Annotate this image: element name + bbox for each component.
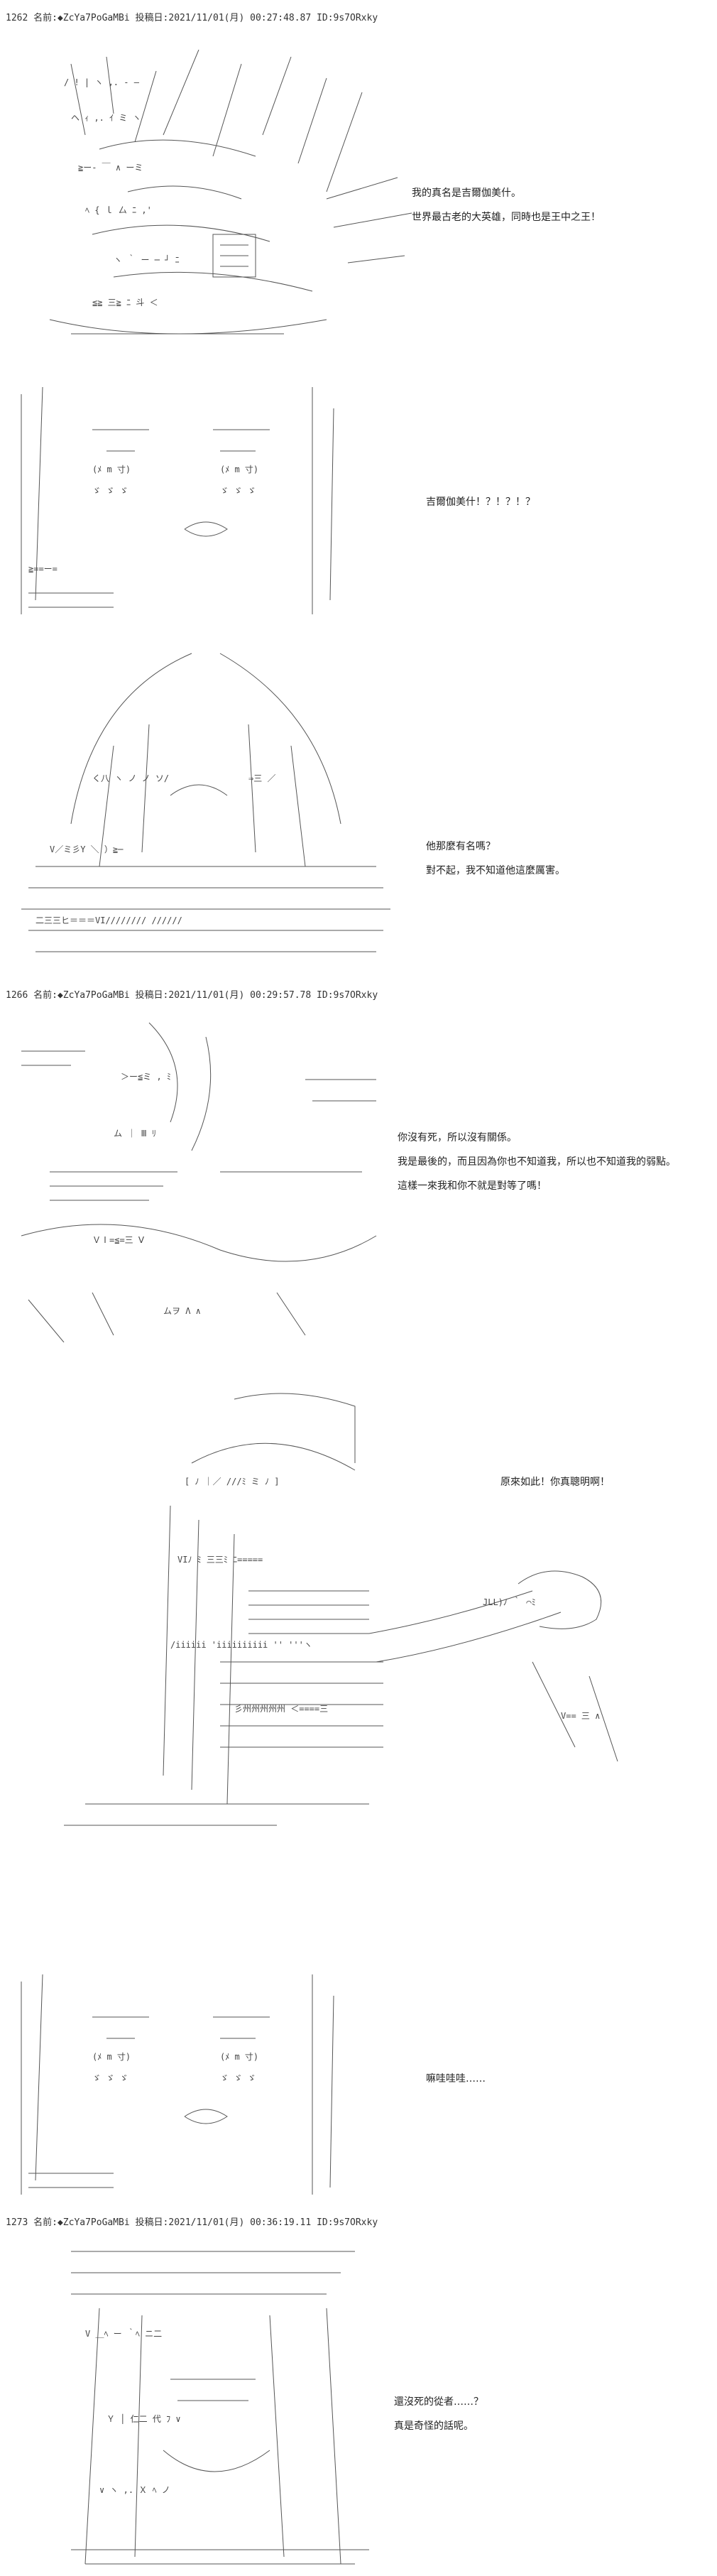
svg-text:ヽ ｀ ー ─ ┘ ﾆ: ヽ ｀ ー ─ ┘ ﾆ	[114, 254, 180, 265]
post-header: 1273 名前:◆ZcYa7PoGaMBi 投稿日:2021/11/01(月) …	[6, 2214, 378, 2228]
dialogue-line: 還沒死的從者……？	[394, 2396, 483, 2408]
svg-text:彡州州州州州 ＜====三: 彡州州州州州 ＜====三	[234, 1704, 328, 1714]
ascii-art-panel-5: [ ﾉ ｜／ ///ﾐ ミ ﾉ ] VIﾉ ﾐ 三三ﾐ ﾆ===== /iiii…	[21, 1378, 703, 1854]
dialogue-line: 我的真名是吉爾伽美什。	[412, 188, 521, 199]
post-id: ID:9s7ORxky	[317, 13, 378, 23]
ascii-art-panel-4: ＞ー≦ミ , ﾐ ム ｜ Ⅲ ﾘ ＶⅠ=≦=三 Ⅴ ムヲ Λ ∧	[7, 1009, 390, 1342]
svg-text:VIﾉ ﾐ 三三ﾐ ﾆ=====: VIﾉ ﾐ 三三ﾐ ﾆ=====	[177, 1555, 263, 1565]
dialogue-box: 你沒有死，所以沒有關係。 我是最後的，而且因為你也不知道我，所以也不知道我的弱點…	[398, 1126, 676, 1198]
ascii-art-panel-7: V ＿ﾍ ー ｀ﾍ ニ二 Ｙ │ 仁二 代 ﾌ ∨ ∨ ヽ ,. Ｘ ﾍ ノ	[57, 2237, 383, 2571]
svg-text:ﾍ { ｌ 厶 ﾆ ,': ﾍ { ｌ 厶 ﾆ ,'	[85, 205, 152, 215]
post-date: 2021/11/01(月) 00:29:57.78	[168, 990, 312, 1001]
post-id: ID:9s7ORxky	[317, 990, 378, 1001]
dialogue-line: 這樣一來我和你不就是對等了嗎！	[398, 1180, 547, 1192]
post-date: 2021/11/01(月) 00:36:19.11	[168, 2217, 312, 2228]
svg-text:ゞ ゞ ゞ: ゞ ゞ ゞ	[220, 2073, 256, 2083]
svg-text:/ ! | ヽ ,. - ―: / ! | ヽ ,. - ―	[64, 77, 140, 87]
post-id: ID:9s7ORxky	[317, 2217, 378, 2228]
svg-text:⇒三 ／: ⇒三 ／	[248, 773, 275, 783]
svg-text:＞ー≦ミ , ﾐ: ＞ー≦ミ , ﾐ	[121, 1072, 171, 1082]
post-number: 1262	[6, 13, 28, 23]
svg-text:ゞ ゞ ゞ: ゞ ゞ ゞ	[220, 486, 256, 496]
svg-text:≦≧ 三≧ ﾆ 斗 ＜: ≦≧ 三≧ ﾆ 斗 ＜	[92, 298, 158, 308]
character-portrait-art: / ! | ヽ ,. - ― ヘ ｨ ,. ｲ ミ ヽ ≧ー- ￣ ∧ ーミ ﾍ…	[49, 50, 412, 335]
svg-text:ヘ ｨ ,. ｲ ミ ヽ: ヘ ｨ ,. ｲ ミ ヽ	[71, 113, 141, 123]
dialogue-line: 他那麼有名嗎？	[426, 841, 496, 852]
svg-text:(ﾒ m 寸): (ﾒ m 寸)	[92, 2052, 131, 2062]
post-number: 1266	[6, 990, 28, 1001]
svg-text:ゞ ゞ ゞ: ゞ ゞ ゞ	[92, 486, 128, 496]
post-date-label: 投稿日:	[135, 2217, 169, 2228]
dialogue-line: 真是奇怪的話呢。	[394, 2420, 474, 2432]
svg-text:/iiiiii 'iiiiiiiiii '' '''ヽ: /iiiiii 'iiiiiiiiii '' '''ヽ	[170, 1640, 312, 1650]
dialogue-box: 嘛哇哇哇……	[426, 2067, 486, 2091]
ascii-art-panel-3: く八 ヽ ノ ノ ソ/ ⇒三 ／ V／ミ彡Y ＼ ）≧─ 二三三ヒ＝＝＝VI//…	[7, 639, 405, 966]
ascii-art-panel-6: (ﾒ m 寸) (ﾒ m 寸) ゞ ゞ ゞ ゞ ゞ ゞ	[7, 1974, 348, 2202]
svg-text:(ﾒ m 寸): (ﾒ m 寸)	[220, 464, 258, 474]
post-date-label: 投稿日:	[135, 13, 169, 23]
svg-text:V ＿ﾍ ー ｀ﾍ ニ二: V ＿ﾍ ー ｀ﾍ ニ二	[85, 2327, 162, 2339]
svg-text:(ﾒ m 寸): (ﾒ m 寸)	[220, 2052, 258, 2062]
svg-text:∨ ヽ ,. Ｘ ﾍ ノ: ∨ ヽ ,. Ｘ ﾍ ノ	[99, 2485, 170, 2495]
svg-text:V== 三 ∧: V== 三 ∧	[561, 1711, 600, 1721]
dialogue-line: 你沒有死，所以沒有關係。	[398, 1132, 517, 1143]
post-date: 2021/11/01(月) 00:27:48.87	[168, 13, 312, 23]
svg-text:ムヲ Λ ∧: ムヲ Λ ∧	[163, 1306, 201, 1316]
ascii-art-panel-1: / ! | ヽ ,. - ― ヘ ｨ ,. ｲ ミ ヽ ≧ー- ￣ ∧ ーミ ﾍ…	[28, 50, 426, 362]
dialogue-line: 世界最古老的大英雄，同時也是王中之王！	[412, 212, 601, 223]
post-name-label: 名前:	[33, 13, 58, 23]
post-number: 1273	[6, 2217, 28, 2228]
dialogue-box: 還沒死的從者……？ 真是奇怪的話呢。	[394, 2390, 483, 2438]
svg-text:[ ﾉ ｜／ ///ﾐ ミ ﾉ ]: [ ﾉ ｜／ ///ﾐ ミ ﾉ ]	[185, 1477, 279, 1487]
svg-text:≧ー- ￣ ∧ ーミ: ≧ー- ￣ ∧ ーミ	[78, 163, 143, 173]
dialogue-box: 他那麼有名嗎？ 對不起，我不知道他這麼厲害。	[426, 835, 565, 883]
svg-text:ＶⅠ=≦=三 Ⅴ: ＶⅠ=≦=三 Ⅴ	[92, 1235, 145, 1245]
post-header: 1262 名前:◆ZcYa7PoGaMBi 投稿日:2021/11/01(月) …	[6, 10, 378, 23]
dialogue-box: 原來如此！你真聰明啊！	[500, 1470, 610, 1494]
dialogue-line: 嘛哇哇哇……	[426, 2073, 486, 2085]
svg-text:二三三ヒ＝＝＝VI//////// //////: 二三三ヒ＝＝＝VI//////// //////	[35, 915, 182, 925]
svg-text:ゞ ゞ ゞ: ゞ ゞ ゞ	[92, 2073, 128, 2083]
dialogue-line: 我是最後的，而且因為你也不知道我，所以也不知道我的弱點。	[398, 1156, 676, 1168]
svg-text:Ｙ │ 仁二 代 ﾌ ∨: Ｙ │ 仁二 代 ﾌ ∨	[106, 2413, 181, 2424]
dialogue-box: 吉爾伽美什！？！？！？	[426, 490, 535, 514]
dialogue-box: 我的真名是吉爾伽美什。 世界最古老的大英雄，同時也是王中之王！	[412, 181, 601, 229]
post-author: ◆ZcYa7PoGaMBi	[57, 13, 130, 23]
svg-text:(ﾒ m 寸): (ﾒ m 寸)	[92, 464, 131, 474]
dialogue-line: 吉爾伽美什！？！？！？	[426, 496, 535, 508]
dialogue-line: 原來如此！你真聰明啊！	[500, 1477, 610, 1488]
svg-text:ム ｜ Ⅲ ﾘ: ム ｜ Ⅲ ﾘ	[114, 1129, 156, 1138]
svg-text:≧==ー=: ≧==ー=	[28, 564, 58, 574]
post-name-label: 名前:	[33, 2217, 58, 2228]
post-author: ◆ZcYa7PoGaMBi	[57, 990, 130, 1001]
svg-text:V／ミ彡Y ＼ ）≧─: V／ミ彡Y ＼ ）≧─	[50, 844, 124, 854]
dialogue-line: 對不起，我不知道他這麼厲害。	[426, 865, 565, 876]
post-name-label: 名前:	[33, 990, 58, 1001]
svg-text:く八 ヽ ノ ノ ソ/: く八 ヽ ノ ノ ソ/	[92, 773, 169, 783]
svg-text:JLL)ﾉ ｀ ⌒ﾐ: JLL)ﾉ ｀ ⌒ﾐ	[483, 1596, 536, 1607]
ascii-art-panel-2: (ﾒ m 寸) (ﾒ m 寸) ゞ ゞ ゞ ゞ ゞ ゞ ≧==ー=	[7, 387, 348, 621]
post-date-label: 投稿日:	[135, 990, 169, 1001]
post-header: 1266 名前:◆ZcYa7PoGaMBi 投稿日:2021/11/01(月) …	[6, 987, 378, 1001]
post-author: ◆ZcYa7PoGaMBi	[57, 2217, 130, 2228]
